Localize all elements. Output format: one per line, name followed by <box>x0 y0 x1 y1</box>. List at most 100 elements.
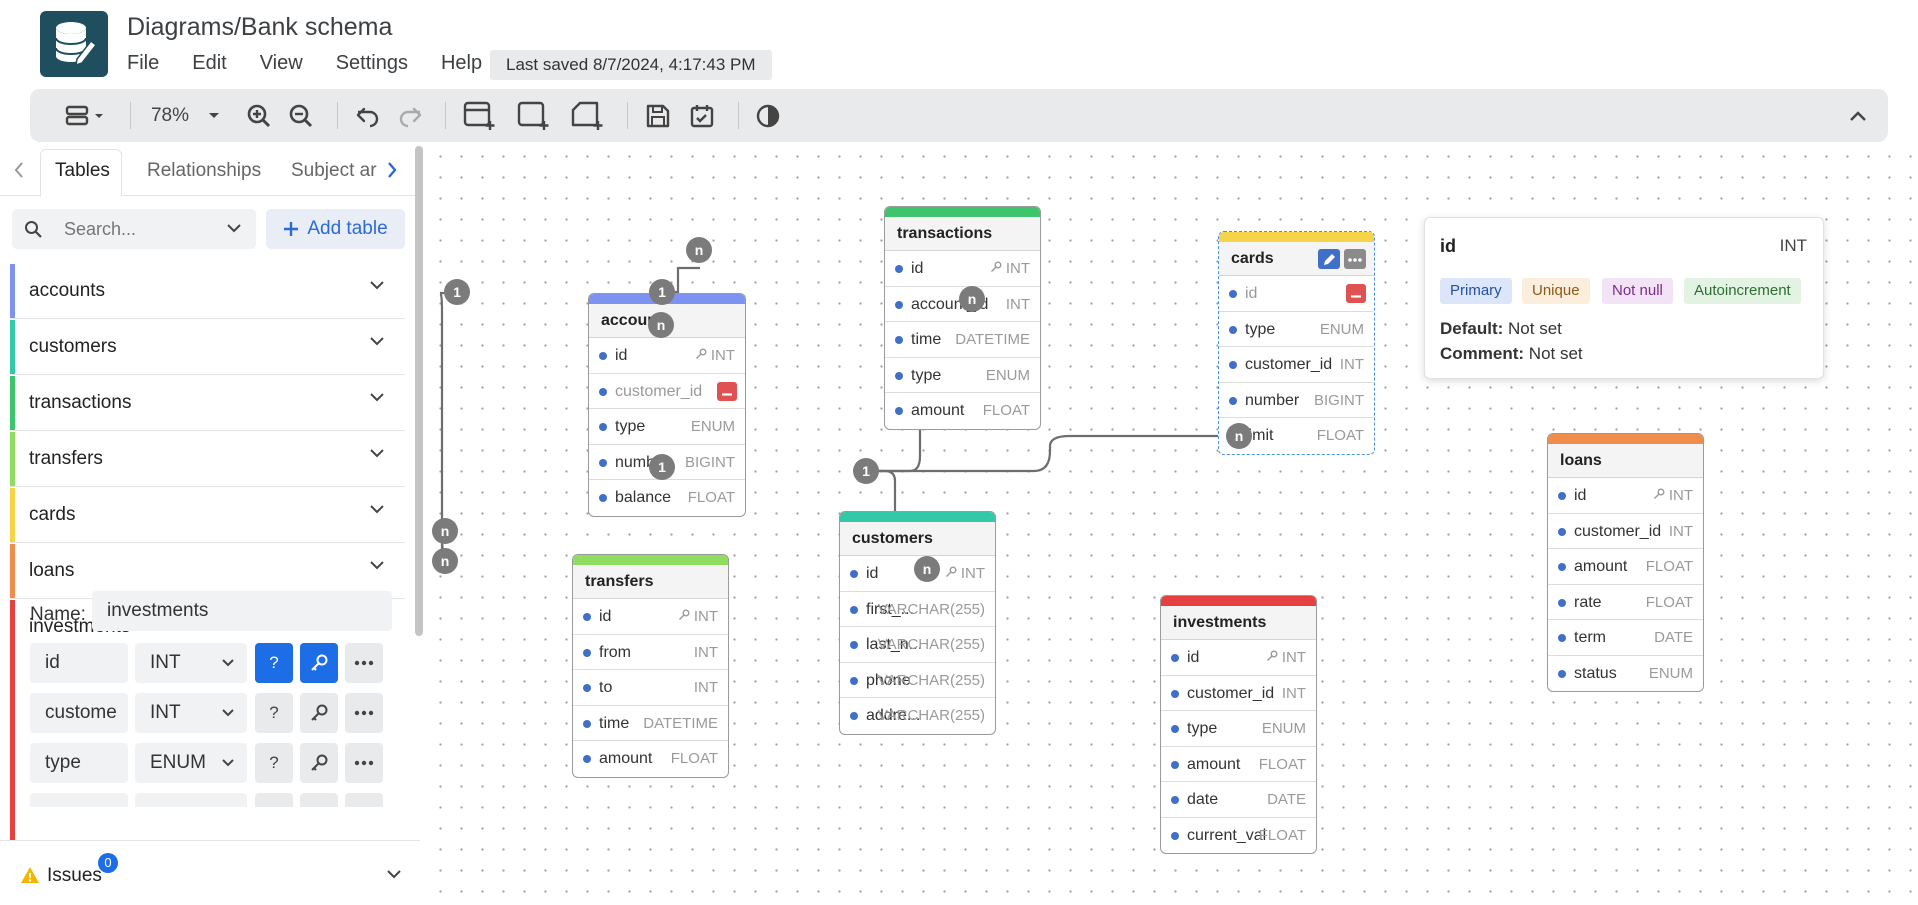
field-handle[interactable] <box>895 371 903 380</box>
field-handle[interactable] <box>895 265 903 273</box>
field-handle[interactable] <box>1229 325 1237 334</box>
table-header[interactable]: customers <box>840 522 995 556</box>
field-handle[interactable] <box>850 712 858 720</box>
field-handle[interactable] <box>850 676 858 685</box>
field-handle[interactable] <box>599 494 607 502</box>
sidebar-table-transactions[interactable]: transactions <box>10 376 405 431</box>
tabs-scroll-right-button[interactable] <box>385 160 399 185</box>
collapse-toolbar-button[interactable] <box>1840 89 1876 142</box>
edit-table-button[interactable] <box>1318 249 1340 269</box>
field-name-input[interactable]: id <box>30 643 128 683</box>
menu-file[interactable]: File <box>127 52 160 74</box>
field-more-button[interactable] <box>345 743 383 783</box>
table-field-row[interactable]: last_n...VARCHAR(255) <box>840 627 995 663</box>
sidebar-table-customers[interactable]: customers <box>10 320 405 375</box>
field-name-input[interactable]: type <box>30 743 128 783</box>
field-handle[interactable] <box>583 648 591 657</box>
field-handle[interactable] <box>583 684 591 692</box>
field-handle[interactable] <box>895 407 903 415</box>
field-handle[interactable] <box>1171 725 1179 733</box>
todo-button[interactable] <box>684 89 720 142</box>
field-type-select[interactable]: INT <box>135 643 247 683</box>
field-handle[interactable] <box>599 352 607 360</box>
zoom-out-button[interactable] <box>284 89 318 142</box>
theme-toggle-button[interactable] <box>750 89 786 142</box>
tabs-scroll-left-button[interactable] <box>12 160 26 185</box>
field-not-null-toggle[interactable]: ? <box>255 743 293 783</box>
field-handle[interactable] <box>850 605 858 614</box>
add-table-button[interactable] <box>458 89 502 142</box>
table-header[interactable]: loans <box>1548 444 1703 478</box>
field-handle[interactable] <box>599 423 607 431</box>
field-name-input[interactable]: custome <box>30 693 128 733</box>
menu-help[interactable]: Help <box>440 52 483 74</box>
field-handle[interactable] <box>1558 634 1566 642</box>
sidebar-table-cards[interactable]: cards <box>10 488 405 543</box>
field-handle[interactable] <box>1558 598 1566 607</box>
field-handle[interactable] <box>599 387 607 396</box>
zoom-select[interactable]: 78% <box>148 89 228 142</box>
add-note-button[interactable] <box>566 89 610 142</box>
add-area-button[interactable] <box>512 89 556 142</box>
field-handle[interactable] <box>583 719 591 728</box>
redo-button[interactable] <box>392 89 428 142</box>
menu-settings[interactable]: Settings <box>335 52 408 74</box>
zoom-in-button[interactable] <box>242 89 276 142</box>
field-handle[interactable] <box>583 613 591 621</box>
field-handle[interactable] <box>1171 654 1179 662</box>
field-handle[interactable] <box>850 570 858 578</box>
field-handle[interactable] <box>895 336 903 344</box>
field-handle[interactable] <box>1558 492 1566 500</box>
table-search[interactable] <box>12 209 256 249</box>
table-field-row[interactable]: id <box>1219 276 1374 312</box>
field-primary-key-toggle[interactable] <box>300 693 338 733</box>
field-primary-key-toggle[interactable] <box>300 643 338 683</box>
field-handle[interactable] <box>1558 527 1566 536</box>
field-type-select[interactable]: ENUM <box>135 743 247 783</box>
tab-relationships[interactable]: Relationships <box>147 160 262 181</box>
field-handle[interactable] <box>1171 796 1179 804</box>
menu-edit[interactable]: Edit <box>192 52 227 74</box>
table-field-row[interactable]: first_...VARCHAR(255) <box>840 592 995 627</box>
search-input[interactable] <box>64 209 224 249</box>
field-handle[interactable] <box>583 755 591 763</box>
field-not-null-toggle[interactable]: ? <box>255 693 293 733</box>
sidebar-table-transfers[interactable]: transfers <box>10 432 405 487</box>
field-more-button[interactable] <box>345 693 383 733</box>
field-handle[interactable] <box>1171 760 1179 769</box>
table-header[interactable]: transactions <box>885 217 1040 251</box>
field-handle[interactable] <box>1171 831 1179 840</box>
table-header[interactable]: cards <box>1219 242 1374 276</box>
field-primary-key-toggle[interactable] <box>300 743 338 783</box>
delete-field-button[interactable] <box>1346 284 1366 303</box>
field-handle[interactable] <box>895 300 903 309</box>
layout-dropdown[interactable] <box>60 89 112 142</box>
